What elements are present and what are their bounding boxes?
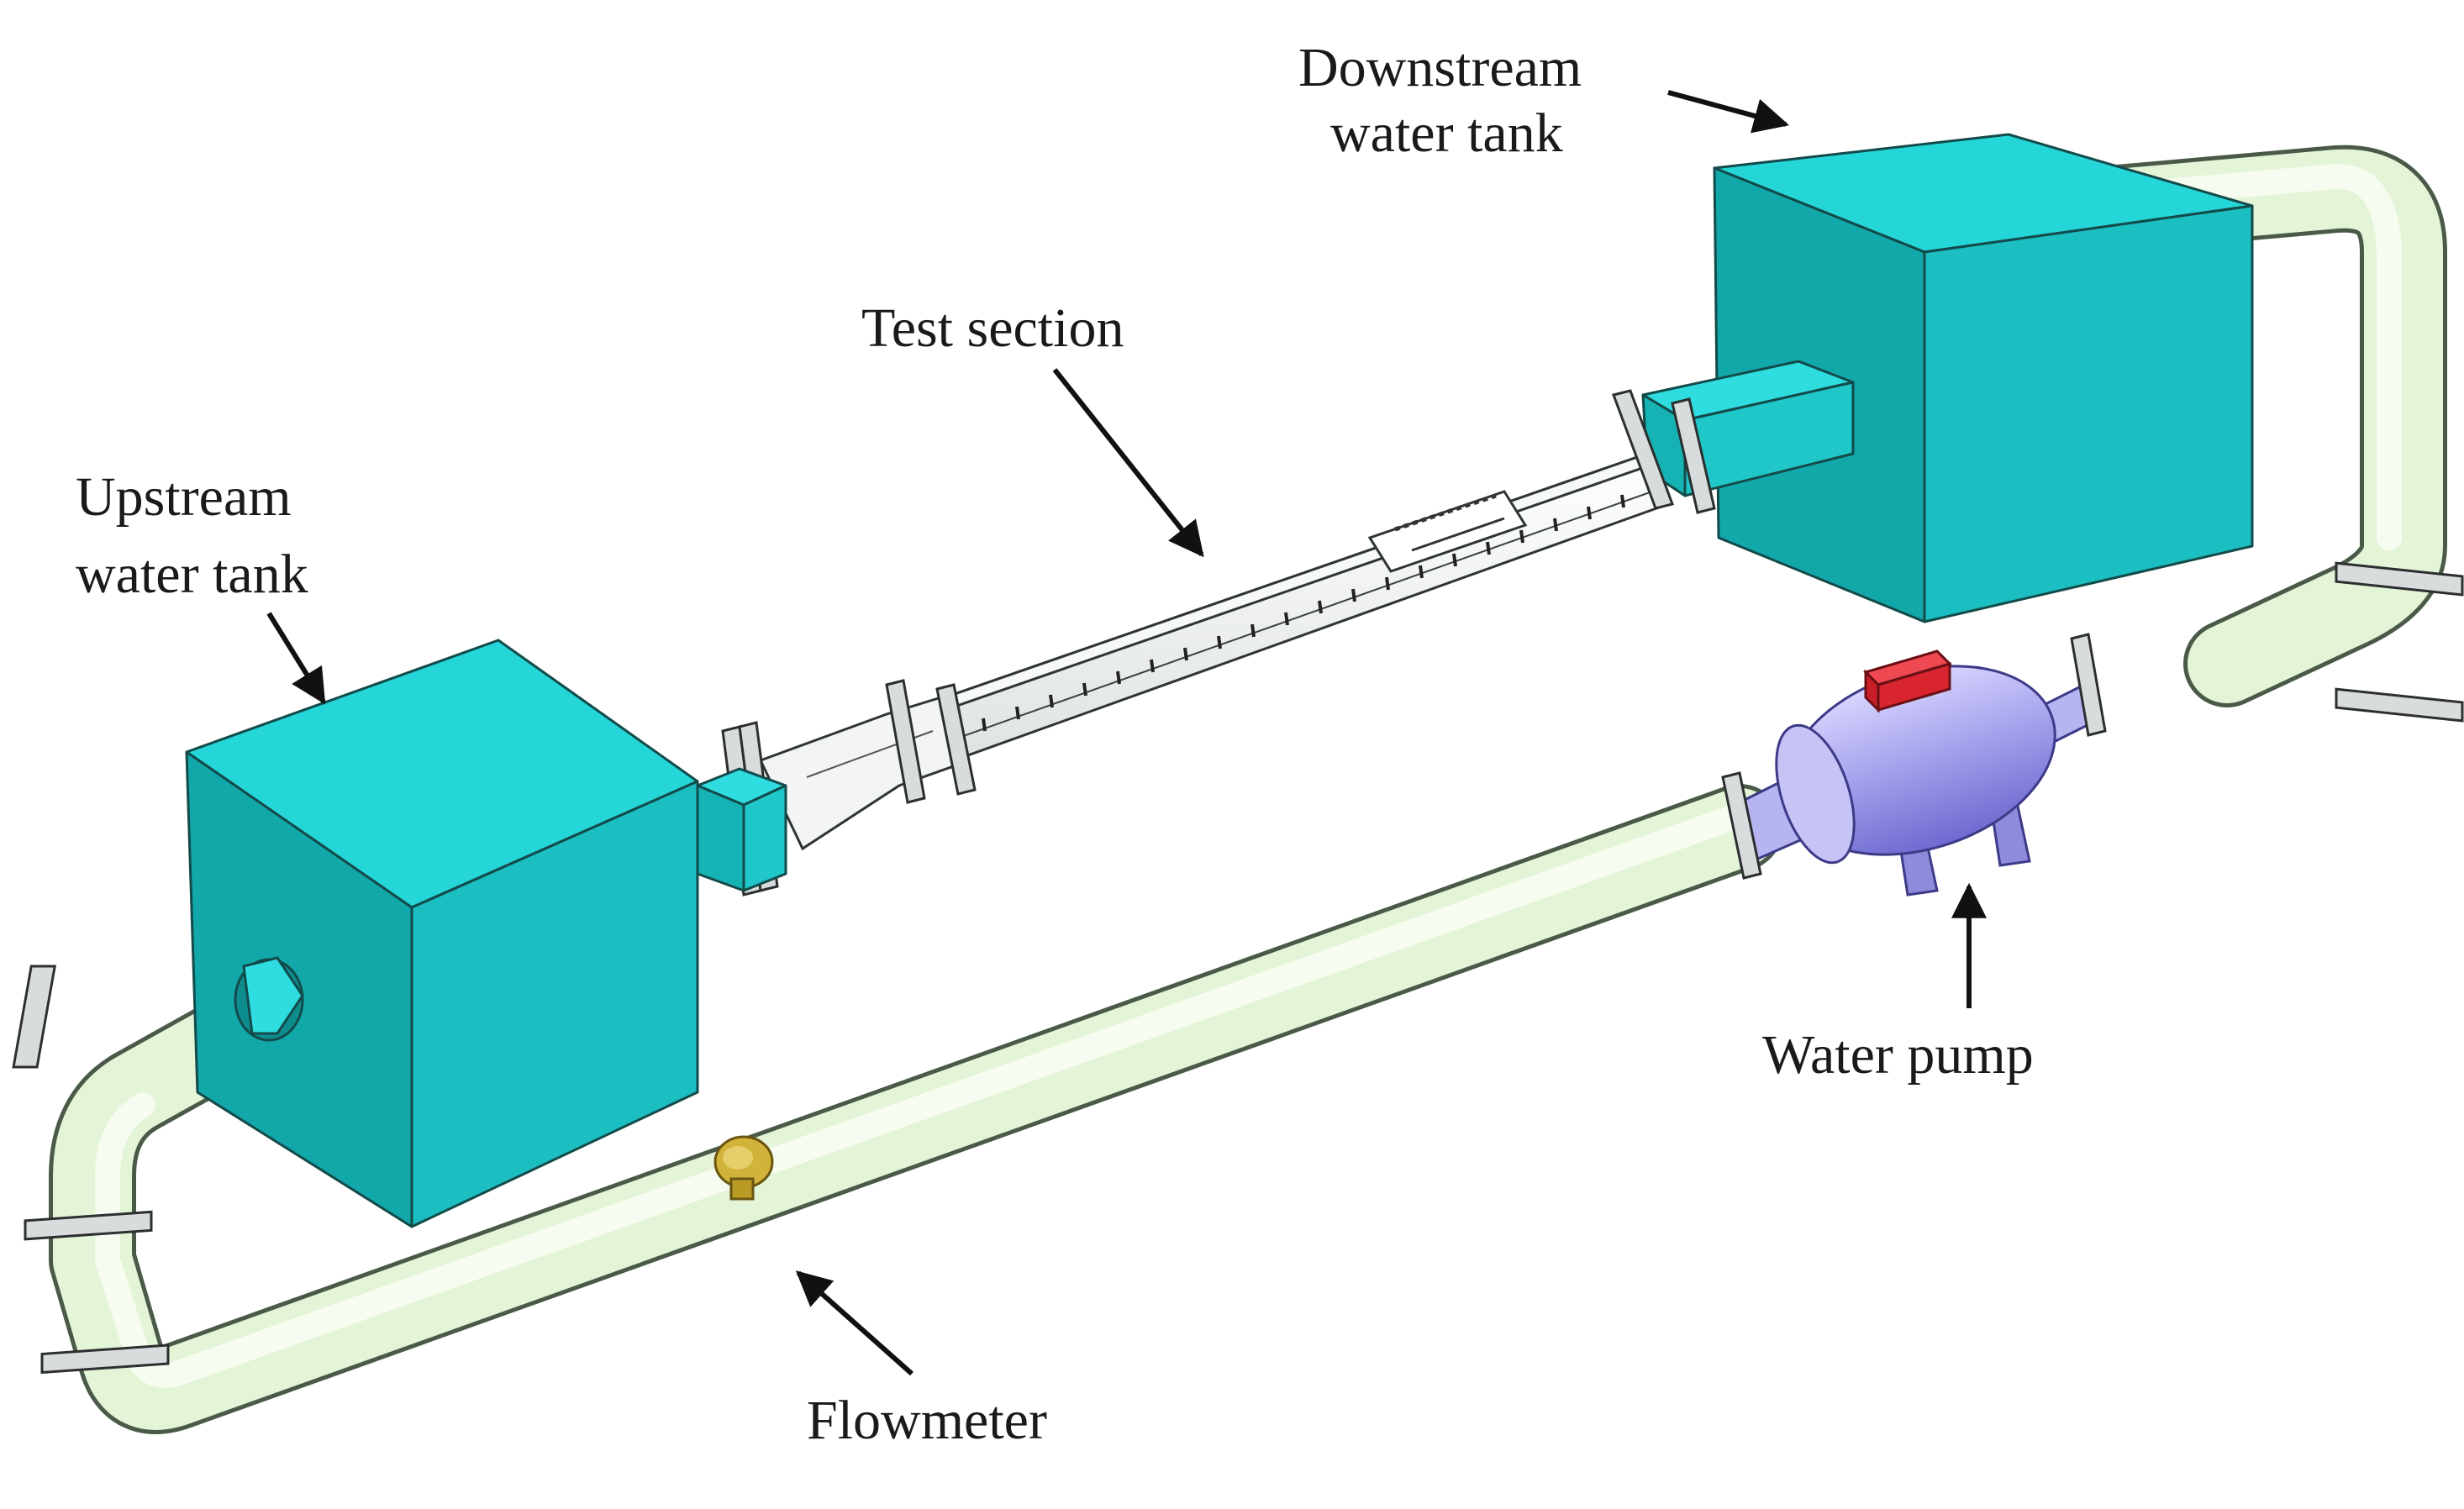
downstream-tank-label-line1: Downstream (1298, 37, 1582, 98)
pump-handle (1863, 649, 1952, 713)
downstream-tank-label-line2: water tank (1330, 103, 1563, 164)
water-pump-label: Water pump (1762, 1024, 2034, 1086)
upstream-inlet-flange (12, 965, 56, 1069)
upstream-outlet-duct (696, 767, 787, 892)
test-section-label: Test section (861, 297, 1124, 359)
inlet-contraction (758, 696, 960, 851)
pipe-flanges (24, 561, 2464, 1375)
test-section-arrow (1052, 368, 1204, 558)
downstream-tank-arrow (1667, 90, 1790, 134)
flowmeter-label: Flowmeter (807, 1390, 1047, 1451)
label-upstream-water-tank: Upstream water tank (76, 466, 326, 705)
flowmeter-device (713, 1135, 774, 1201)
upstream-water-tank (185, 639, 699, 1228)
flowmeter-arrow (795, 1270, 913, 1376)
downstream-outlet-duct (1641, 360, 1855, 497)
water-pump (1721, 633, 2107, 896)
test-section (931, 451, 1670, 762)
upstream-tank-arrow (266, 612, 326, 705)
label-water-pump: Water pump (1762, 882, 2034, 1086)
label-flowmeter: Flowmeter (795, 1270, 1047, 1451)
upstream-tank-label-line1: Upstream (76, 466, 292, 528)
label-downstream-water-tank: Downstream water tank (1298, 37, 1790, 164)
label-test-section: Test section (861, 297, 1204, 558)
upstream-tank-label-line2: water tank (76, 544, 308, 605)
